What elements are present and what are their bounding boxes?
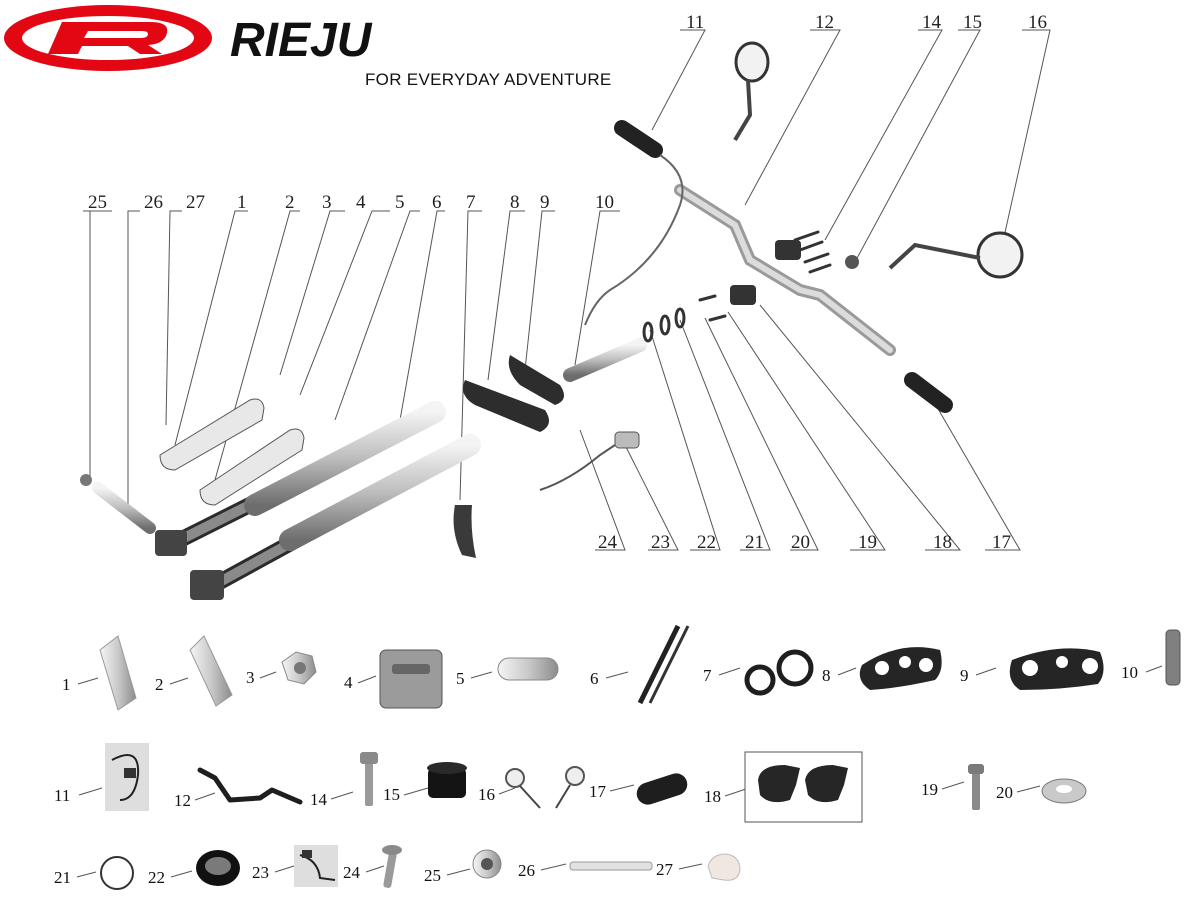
leader-lines bbox=[83, 29, 1051, 551]
gallery-parts-row-3 bbox=[100, 845, 741, 890]
gallery-label-12: 12 bbox=[174, 791, 191, 810]
gallery-label-3: 3 bbox=[246, 668, 255, 687]
clamp-7 bbox=[453, 505, 476, 558]
throttle-cable bbox=[584, 154, 684, 326]
callout-8: 8 bbox=[510, 192, 520, 213]
bolts bbox=[698, 230, 832, 322]
callout-9: 9 bbox=[540, 192, 550, 213]
callout-26: 26 bbox=[144, 192, 163, 213]
callout-1: 1 bbox=[237, 192, 247, 213]
callout-11: 11 bbox=[686, 12, 704, 33]
kill-switch bbox=[614, 431, 640, 449]
gallery-label-25: 25 bbox=[424, 866, 441, 885]
gallery-row-3: 21 22 23 24 25 26 27 bbox=[54, 860, 674, 887]
callout-2: 2 bbox=[285, 192, 295, 213]
gallery-label-24: 24 bbox=[343, 863, 361, 882]
gallery-label-23: 23 bbox=[252, 863, 269, 882]
fork-guard-right bbox=[199, 428, 305, 506]
gallery-label-4: 4 bbox=[344, 673, 353, 692]
callout-16: 16 bbox=[1028, 12, 1047, 33]
gallery-label-18: 18 bbox=[704, 787, 721, 806]
parts-gallery: 1 2 3 4 5 6 7 8 9 10 bbox=[54, 624, 1181, 890]
gallery-label-5: 5 bbox=[456, 669, 465, 688]
callout-22: 22 bbox=[697, 532, 716, 553]
callout-20: 20 bbox=[791, 532, 810, 553]
switch-wire bbox=[539, 444, 616, 491]
brand-name: RIEJU bbox=[230, 14, 373, 67]
callout-23: 23 bbox=[651, 532, 670, 553]
gallery-leaders-2 bbox=[78, 781, 1041, 801]
mirror-icon bbox=[733, 41, 1024, 279]
callout-5: 5 bbox=[395, 192, 405, 213]
callout-25: 25 bbox=[88, 192, 107, 213]
callout-7: 7 bbox=[466, 192, 476, 213]
bar-clamp-lower bbox=[730, 285, 756, 305]
fork-guard-left bbox=[159, 398, 265, 471]
gallery-label-2: 2 bbox=[155, 675, 164, 694]
callouts-bottom-row: 24 23 22 21 20 19 18 17 bbox=[598, 532, 1011, 553]
gallery-row-2: 11 12 14 15 16 17 18 19 20 bbox=[54, 780, 1013, 810]
gallery-parts-row-2 bbox=[105, 743, 1087, 823]
gallery-label-15: 15 bbox=[383, 785, 400, 804]
callout-17: 17 bbox=[992, 532, 1011, 553]
callout-24: 24 bbox=[598, 532, 618, 553]
rieju-logo-icon bbox=[4, 5, 212, 71]
triple-clamp-icon bbox=[462, 355, 564, 432]
callouts-left-row: 25 26 27 1 2 3 4 5 6 7 8 9 10 bbox=[88, 192, 614, 213]
exploded-parts bbox=[80, 41, 1024, 600]
gallery-label-1: 1 bbox=[62, 675, 71, 694]
grip-icon bbox=[614, 120, 953, 413]
callout-18: 18 bbox=[933, 532, 952, 553]
gallery-label-9: 9 bbox=[960, 666, 969, 685]
steering-stem bbox=[563, 338, 647, 382]
gallery-label-26: 26 bbox=[518, 861, 535, 880]
brand-tagline: FOR EVERYDAY ADVENTURE bbox=[365, 70, 612, 89]
callout-15: 15 bbox=[963, 12, 982, 33]
gallery-label-10: 10 bbox=[1121, 663, 1138, 682]
callout-12: 12 bbox=[815, 12, 834, 33]
callout-27: 27 bbox=[186, 192, 205, 213]
callout-14: 14 bbox=[922, 12, 942, 33]
callout-19: 19 bbox=[858, 532, 877, 553]
gallery-parts-row-1 bbox=[99, 624, 1181, 711]
bearing-1 bbox=[642, 321, 654, 343]
gallery-label-27: 27 bbox=[656, 860, 674, 879]
axle bbox=[92, 482, 156, 534]
callout-4: 4 bbox=[356, 192, 366, 213]
callouts-top: 11 12 14 15 16 bbox=[686, 12, 1047, 33]
callout-21: 21 bbox=[745, 532, 764, 553]
gallery-label-6: 6 bbox=[590, 669, 599, 688]
gallery-label-22: 22 bbox=[148, 868, 165, 887]
nut-15 bbox=[845, 255, 859, 269]
gallery-label-19: 19 bbox=[921, 780, 938, 799]
gallery-leaders-1 bbox=[77, 665, 1163, 685]
handlebar-icon bbox=[674, 184, 896, 356]
bearing-2 bbox=[659, 314, 671, 336]
gallery-row-1: 1 2 3 4 5 6 7 8 9 10 bbox=[62, 663, 1138, 694]
callout-6: 6 bbox=[432, 192, 442, 213]
gallery-label-14: 14 bbox=[310, 790, 328, 809]
gallery-label-16: 16 bbox=[478, 785, 495, 804]
gallery-label-17: 17 bbox=[589, 782, 607, 801]
bearing-3 bbox=[674, 307, 686, 329]
gallery-label-7: 7 bbox=[703, 666, 712, 685]
gallery-label-20: 20 bbox=[996, 783, 1013, 802]
axle-nut bbox=[80, 474, 92, 486]
callout-10: 10 bbox=[595, 192, 614, 213]
callout-3: 3 bbox=[322, 192, 332, 213]
gallery-label-8: 8 bbox=[822, 666, 831, 685]
gallery-leaders-3 bbox=[76, 863, 703, 878]
gallery-label-11: 11 bbox=[54, 786, 70, 805]
fork-leg-icon bbox=[155, 401, 481, 600]
gallery-label-21: 21 bbox=[54, 868, 71, 887]
bar-clamp-upper bbox=[775, 240, 801, 260]
